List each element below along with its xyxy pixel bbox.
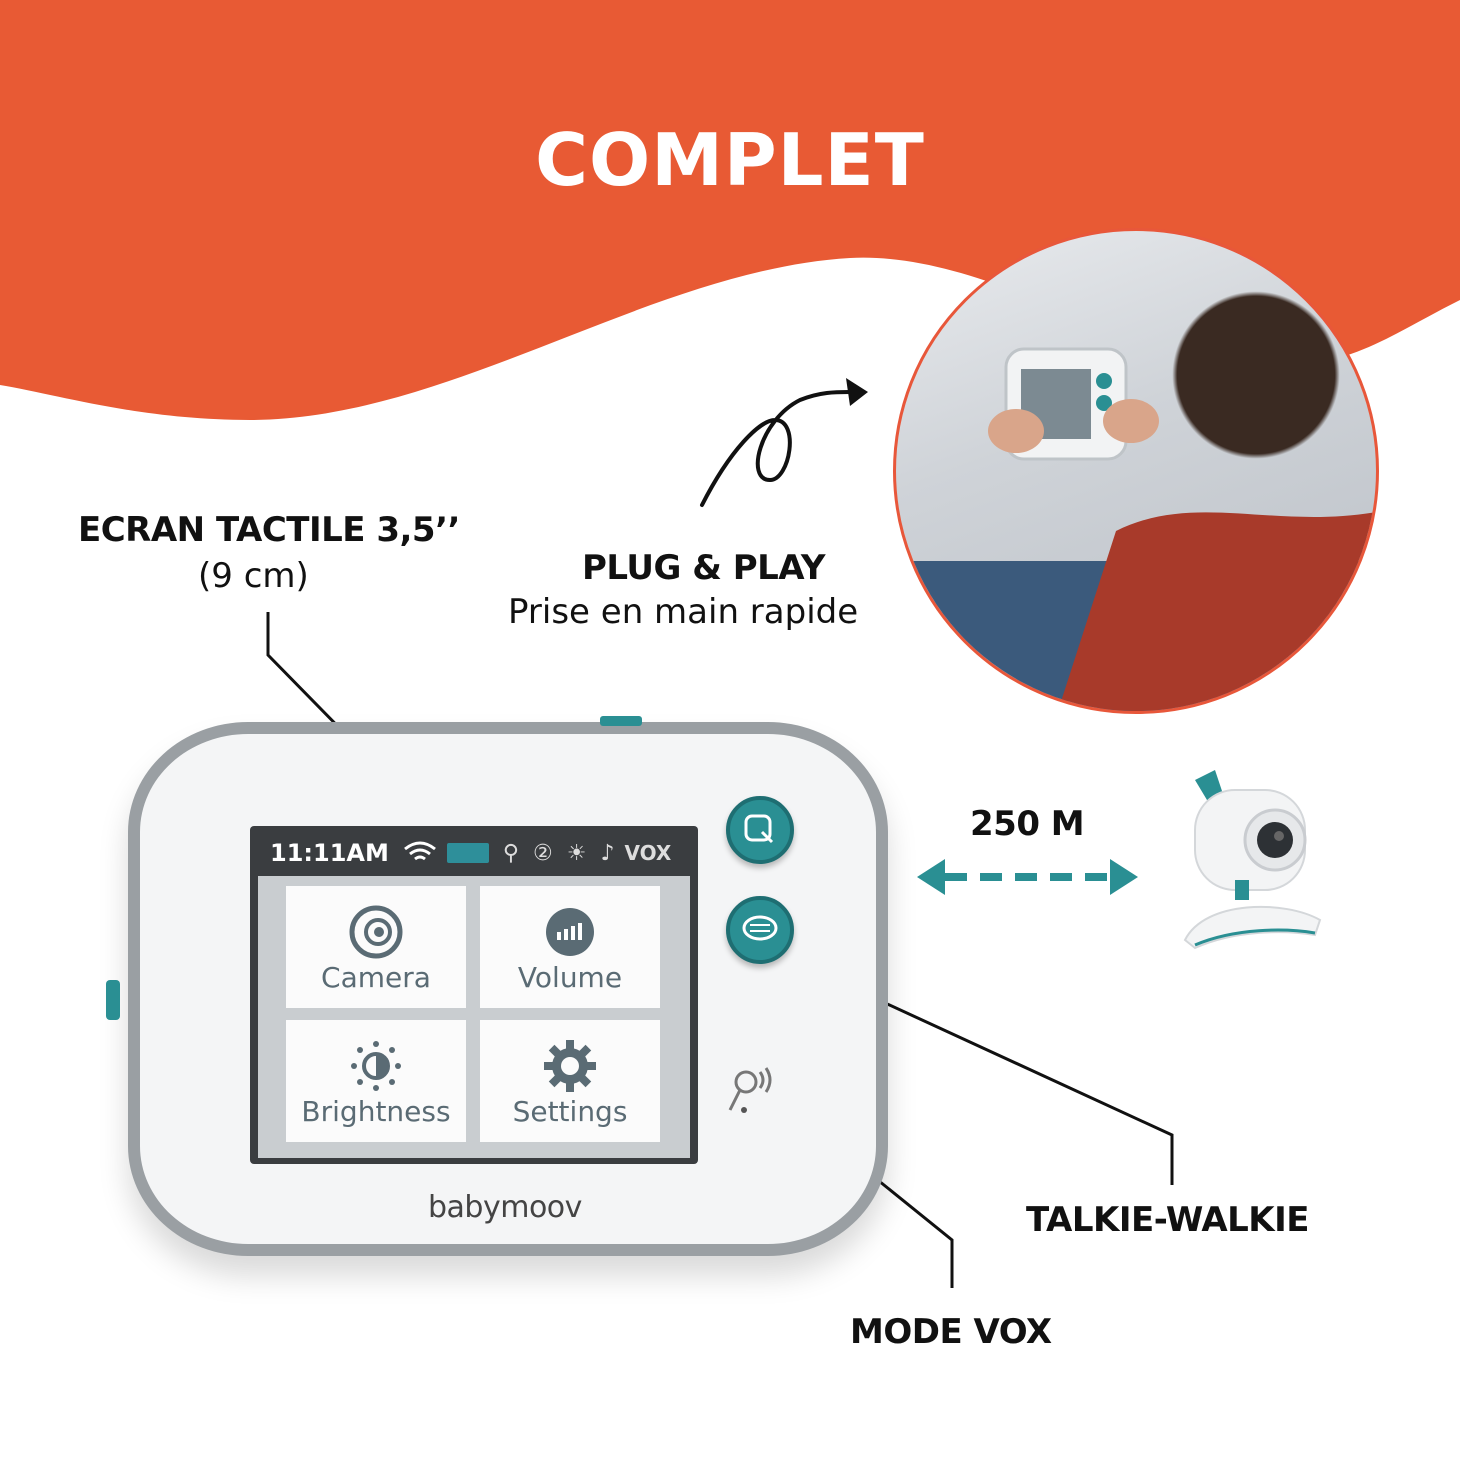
battery-icon: [446, 843, 489, 863]
photo-illustration: [896, 347, 1376, 711]
volume-icon: [546, 908, 594, 956]
tile-label: Brightness: [301, 1095, 451, 1128]
status-vox: VOX: [624, 841, 672, 865]
settings-gear-icon: [544, 1040, 596, 1092]
camera-icon: [349, 905, 403, 959]
page-title: COMPLET: [535, 118, 925, 202]
brightness-icon: [351, 1041, 401, 1091]
menu-grid: Camera Volume Brightness: [258, 876, 690, 1158]
camera-select-button[interactable]: [726, 796, 794, 864]
talkie-label: TALKIE-WALKIE: [1026, 1200, 1310, 1240]
tile-label: Settings: [512, 1095, 628, 1128]
speech-bubble-icon: [742, 915, 778, 941]
wifi-icon: [403, 841, 436, 861]
talkie-connector-line: [769, 948, 1174, 1185]
talk-button[interactable]: [726, 896, 794, 964]
camera-number-icon: ②: [532, 840, 553, 866]
tile-label: Volume: [517, 961, 623, 994]
plug-label-sub: Prise en main rapide: [508, 592, 859, 632]
music-note-icon: ♪: [600, 840, 615, 866]
range-arrow: [917, 859, 1138, 895]
brightness-status-icon: ☀: [566, 840, 587, 866]
curly-arrow: [700, 390, 852, 507]
lifestyle-photo: [893, 228, 1379, 714]
vox-label: MODE VOX: [850, 1312, 1052, 1352]
baby-camera-unit: [1183, 770, 1322, 950]
top-power-button: [600, 716, 642, 726]
screen-label-title: ECRAN TACTILE 3,5’’: [78, 510, 460, 550]
side-button: [106, 980, 120, 1020]
tile-volume[interactable]: Volume: [480, 886, 660, 1008]
plug-label-title: PLUG & PLAY: [582, 548, 825, 588]
range-label: 250 M: [970, 804, 1085, 844]
brand-logo: babymoov: [428, 1190, 582, 1225]
arrow-head: [846, 378, 868, 406]
status-time: 11:11AM: [270, 839, 389, 867]
zoom-icon: ⚲: [502, 840, 519, 866]
tile-label: Camera: [321, 961, 431, 994]
camera-switch-icon: [744, 814, 774, 844]
tile-camera[interactable]: Camera: [286, 886, 466, 1008]
status-bar: 11:11AM ⚲ ② ☀ ♪ VOX: [258, 832, 690, 874]
tile-brightness[interactable]: Brightness: [286, 1020, 466, 1142]
screen-label-sub: (9 cm): [198, 556, 309, 596]
tile-settings[interactable]: Settings: [480, 1020, 660, 1142]
vox-microphone-icon: [728, 1067, 772, 1113]
